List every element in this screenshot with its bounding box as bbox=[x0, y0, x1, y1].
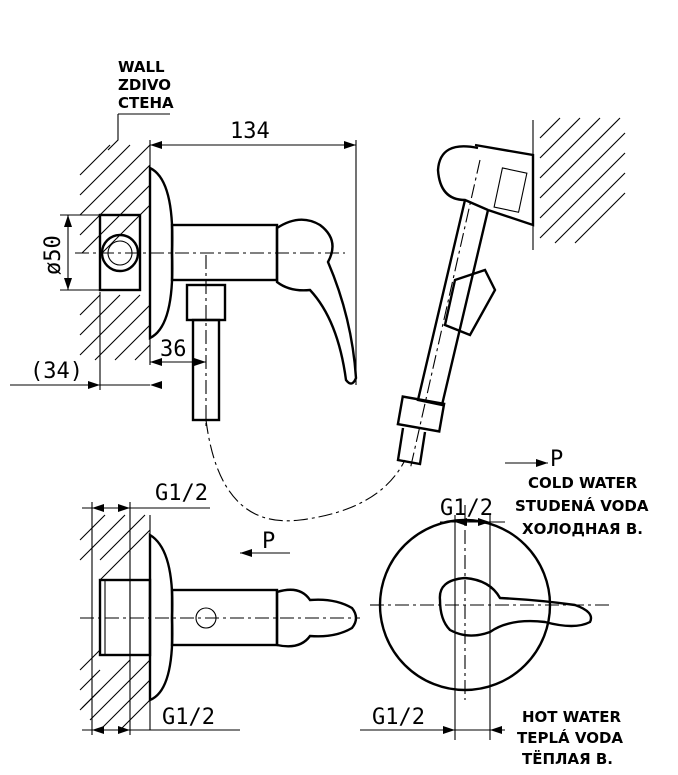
hose-connector bbox=[396, 427, 427, 466]
dim-outlet-offset: 36 bbox=[150, 337, 206, 366]
dim-wall-offset: (34) bbox=[10, 292, 162, 390]
dim-thread-top: G1/2 bbox=[82, 481, 210, 735]
shower-trigger-button bbox=[443, 268, 497, 337]
dim-thread-front-top: G1/2 bbox=[440, 496, 505, 740]
svg-text:P: P bbox=[262, 529, 275, 554]
dim-thread-bottom: G1/2 bbox=[82, 705, 240, 734]
hose-path bbox=[205, 419, 406, 522]
flow-arrow-top-right: P bbox=[505, 447, 563, 472]
svg-text:ТЁПЛАЯ В.: ТЁПЛАЯ В. bbox=[522, 749, 613, 768]
svg-text:WALL: WALL bbox=[118, 58, 165, 76]
svg-text:G1/2: G1/2 bbox=[372, 705, 425, 730]
lever-handle bbox=[275, 218, 358, 385]
shower-head bbox=[436, 145, 489, 212]
svg-text:HOT WATER: HOT WATER bbox=[522, 708, 622, 726]
svg-text:COLD WATER: COLD WATER bbox=[528, 474, 638, 492]
svg-text:(34): (34) bbox=[30, 359, 83, 384]
svg-text:G1/2: G1/2 bbox=[155, 481, 208, 506]
svg-text:P: P bbox=[550, 447, 563, 472]
svg-text:STUDENÁ VODA: STUDENÁ VODA bbox=[515, 496, 649, 515]
svg-text:СТЕНА: СТЕНА bbox=[118, 94, 174, 112]
wall-hatch-bottom-left bbox=[79, 514, 151, 731]
svg-text:ø50: ø50 bbox=[41, 235, 66, 275]
dim-overall-length: 134 bbox=[150, 119, 357, 385]
svg-text:ХОЛОДНАЯ В.: ХОЛОДНАЯ В. bbox=[522, 520, 643, 538]
lever-handle-2 bbox=[275, 588, 358, 648]
svg-text:36: 36 bbox=[160, 337, 187, 362]
dim-thread-front-bottom: G1/2 bbox=[360, 705, 505, 734]
lever-handle-front bbox=[438, 576, 593, 637]
flow-arrow-left: P bbox=[240, 529, 290, 557]
wall-hatch-top-right bbox=[532, 117, 626, 250]
dim-diameter: ø50 bbox=[41, 214, 100, 291]
shower-handle bbox=[416, 199, 490, 407]
svg-text:TEPLÁ VODA: TEPLÁ VODA bbox=[517, 728, 623, 747]
svg-text:ZDIVO: ZDIVO bbox=[118, 76, 171, 94]
svg-text:G1/2: G1/2 bbox=[440, 496, 493, 521]
shower-holder bbox=[474, 143, 535, 227]
svg-text:G1/2: G1/2 bbox=[162, 705, 215, 730]
hot-water-label: HOT WATER TEPLÁ VODA ТЁПЛАЯ В. bbox=[517, 708, 623, 768]
wall-label: WALL ZDIVO СТЕНА bbox=[107, 58, 174, 151]
svg-text:134: 134 bbox=[230, 119, 270, 144]
cold-water-label: COLD WATER STUDENÁ VODA ХОЛОДНАЯ В. bbox=[515, 474, 649, 538]
hose-nut bbox=[396, 395, 446, 433]
